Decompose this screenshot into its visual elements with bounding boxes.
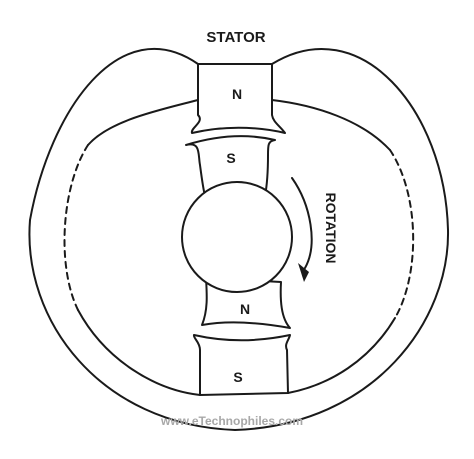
stator-inner-arc-lower-left xyxy=(77,309,201,396)
rotation-arrow-head-icon xyxy=(298,263,309,282)
stator-inner-arc-upper-left xyxy=(87,99,199,146)
rotor-core xyxy=(181,181,293,293)
stator-inner-dashed-left xyxy=(63,144,89,311)
stator-label: STATOR xyxy=(206,29,265,46)
stator-inner-arc-upper-right xyxy=(271,99,391,151)
stator-outer-frame xyxy=(28,48,450,431)
rotor-pole-top-label: S xyxy=(226,150,235,166)
stator-inner-arc-lower-right xyxy=(287,317,396,394)
stator-pole-top-label: N xyxy=(232,86,242,102)
stator-pole-bottom-label: S xyxy=(233,369,242,385)
stator-pole-top xyxy=(190,63,286,134)
rotor-pole-bottom-label: N xyxy=(240,301,250,317)
watermark: www.eTechnophiles.com xyxy=(160,414,303,428)
rotor-pole-top xyxy=(185,135,276,197)
stator-inner-dashed-right xyxy=(389,149,415,319)
stator-pole-bottom xyxy=(192,334,291,396)
rotation-arrow xyxy=(291,177,313,269)
rotation-label: ROTATION xyxy=(323,192,339,263)
